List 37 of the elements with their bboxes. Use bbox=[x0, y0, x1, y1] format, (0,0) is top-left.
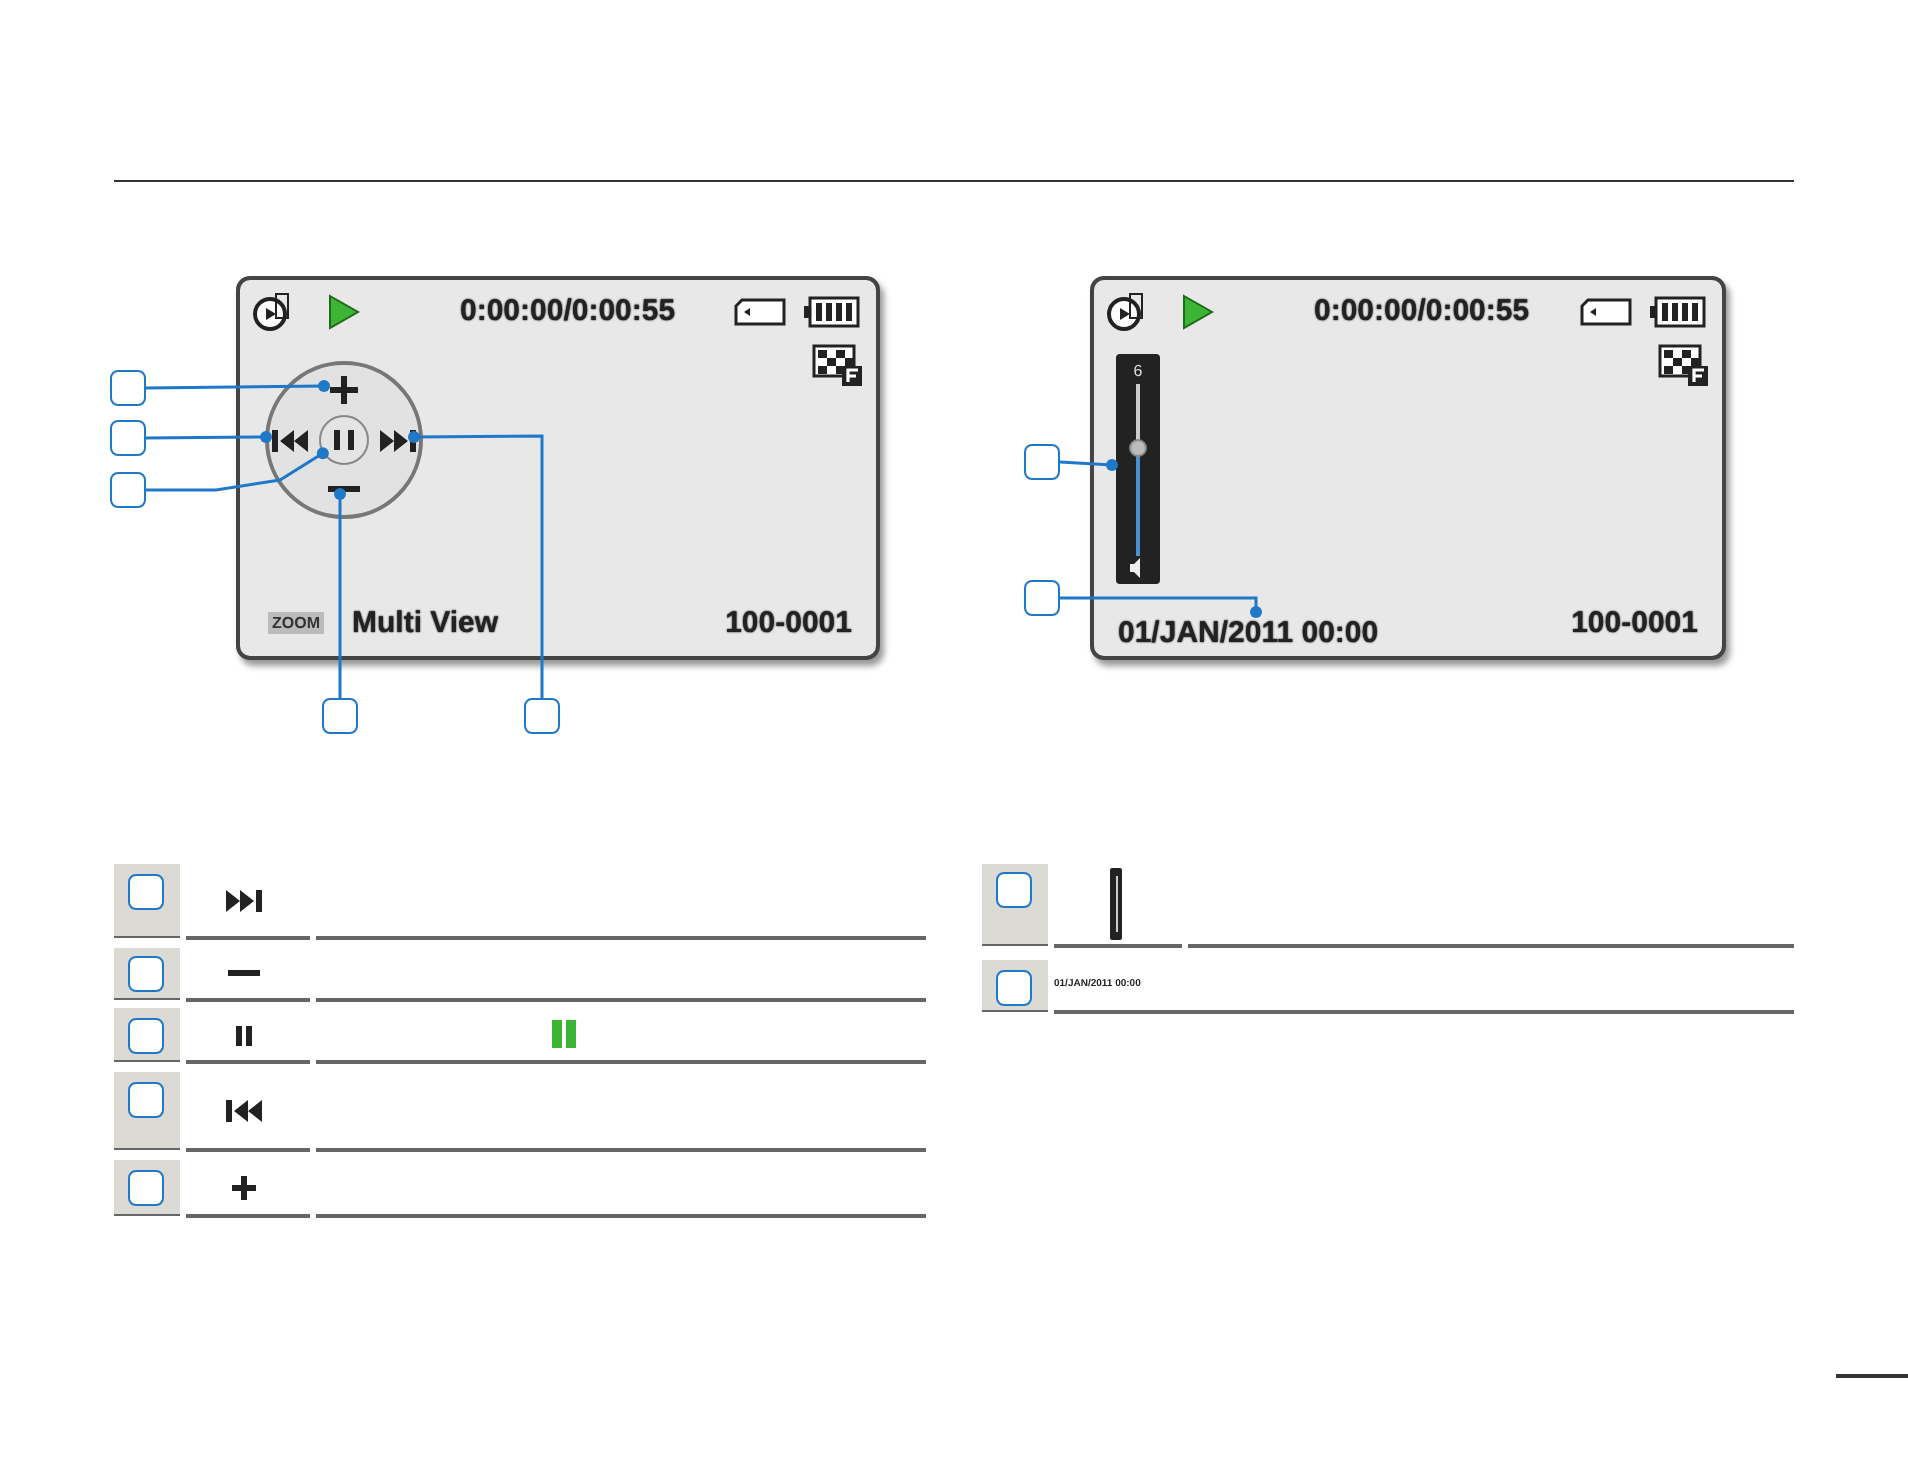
minus-button bbox=[328, 482, 360, 498]
timecode-text: 0:00:00/0:00:55 bbox=[1314, 294, 1530, 328]
date-time-text: 01/JAN/2011 00:00 bbox=[1118, 616, 1402, 648]
leader-line bbox=[408, 431, 544, 698]
callout-box bbox=[322, 698, 358, 734]
callout-box bbox=[996, 872, 1032, 908]
leader-line bbox=[146, 431, 272, 443]
volume-level-text: 6 bbox=[1131, 362, 1145, 380]
callout-box bbox=[1024, 444, 1060, 480]
screen-display bbox=[236, 276, 880, 660]
leader-line bbox=[146, 380, 330, 392]
file-number-text: 100-0001 bbox=[725, 606, 852, 640]
callout-box bbox=[128, 1170, 164, 1206]
next-button bbox=[378, 426, 418, 456]
callout-box bbox=[524, 698, 560, 734]
callout-box bbox=[110, 370, 146, 406]
callout-box bbox=[110, 420, 146, 456]
callout-box bbox=[110, 472, 146, 508]
timecode-text: 0:00:00/0:00:55 bbox=[460, 294, 676, 328]
mode-text: Multi View bbox=[352, 606, 499, 640]
callout-box bbox=[128, 1082, 164, 1118]
leader-line bbox=[1060, 596, 1262, 618]
plus-button bbox=[328, 374, 360, 406]
zoom-badge: ZOOM bbox=[268, 612, 324, 634]
screen-display bbox=[1090, 276, 1726, 660]
leader-line bbox=[146, 447, 329, 492]
previous-button bbox=[270, 426, 310, 456]
control-wheel bbox=[264, 360, 424, 520]
callout-box bbox=[1024, 580, 1060, 616]
callout-box bbox=[128, 874, 164, 910]
file-number-text: 100-0001 bbox=[1571, 606, 1698, 640]
leader-line bbox=[334, 488, 346, 698]
pause-button bbox=[318, 414, 370, 466]
callout-box bbox=[996, 970, 1032, 1006]
callout-box bbox=[128, 1018, 164, 1054]
leader-line bbox=[1059, 459, 1118, 471]
callout-box bbox=[128, 956, 164, 992]
